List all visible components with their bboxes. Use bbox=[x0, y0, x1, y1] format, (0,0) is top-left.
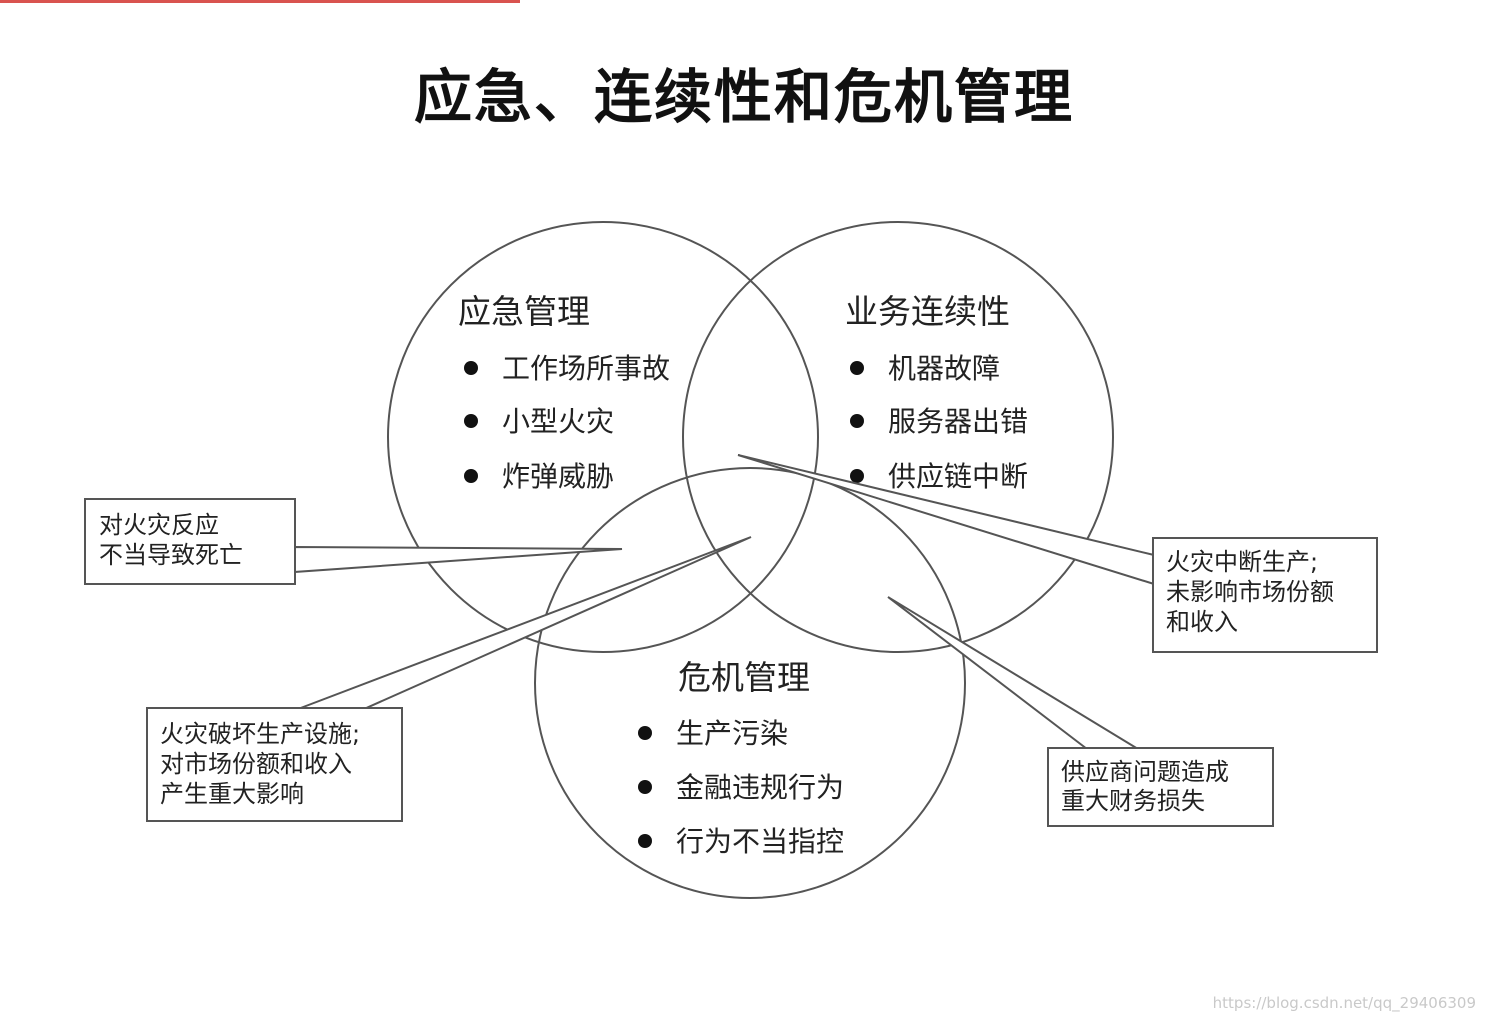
crisis-item-1: 生产污染 bbox=[676, 717, 788, 750]
label-crisis: 危机管理 bbox=[678, 658, 810, 697]
crisis-item-3: 行为不当指控 bbox=[676, 825, 844, 858]
emergency-item-2: 小型火灾 bbox=[502, 405, 614, 438]
circle-emergency bbox=[387, 221, 819, 653]
bullet-dot bbox=[464, 469, 478, 483]
bullet-dot bbox=[850, 469, 864, 483]
circle-continuity bbox=[682, 221, 1114, 653]
label-emergency: 应急管理 bbox=[458, 292, 590, 331]
watermark: https://blog.csdn.net/qq_29406309 bbox=[1212, 994, 1476, 1012]
bullet-dot bbox=[850, 414, 864, 428]
bullet-dot bbox=[464, 414, 478, 428]
continuity-item-2: 服务器出错 bbox=[888, 405, 1028, 438]
callout-fire-response: 对火灾反应 不当导致死亡 bbox=[99, 511, 243, 569]
callout-box-fire-response bbox=[84, 498, 296, 585]
bullet-dot bbox=[638, 780, 652, 794]
circle-crisis bbox=[534, 467, 966, 899]
top-accent-strip bbox=[0, 0, 520, 3]
callout-box-fire-destroy bbox=[146, 707, 403, 822]
callout-box-supplier bbox=[1047, 747, 1274, 827]
continuity-item-3: 供应链中断 bbox=[888, 460, 1028, 493]
continuity-item-1: 机器故障 bbox=[888, 352, 1000, 385]
label-continuity: 业务连续性 bbox=[845, 292, 1010, 331]
callout-box-fire-interrupt bbox=[1152, 537, 1378, 653]
callout-fire-interrupt: 火灾中断生产; 未影响市场份额 和收入 bbox=[1166, 548, 1342, 636]
callout-fire-destroy: 火灾破坏生产设施; 对市场份额和收入 产生重大影响 bbox=[160, 720, 368, 808]
crisis-item-2: 金融违规行为 bbox=[676, 771, 844, 804]
diagram-title: 应急、连续性和危机管理 bbox=[413, 63, 1074, 131]
bullet-dot bbox=[464, 361, 478, 375]
bullet-dot bbox=[638, 726, 652, 740]
emergency-item-1: 工作场所事故 bbox=[502, 352, 670, 385]
emergency-item-3: 炸弹威胁 bbox=[502, 460, 614, 493]
callout-supplier: 供应商问题造成 重大财务损失 bbox=[1061, 758, 1237, 815]
bullet-dot bbox=[638, 834, 652, 848]
bullet-dot bbox=[850, 361, 864, 375]
